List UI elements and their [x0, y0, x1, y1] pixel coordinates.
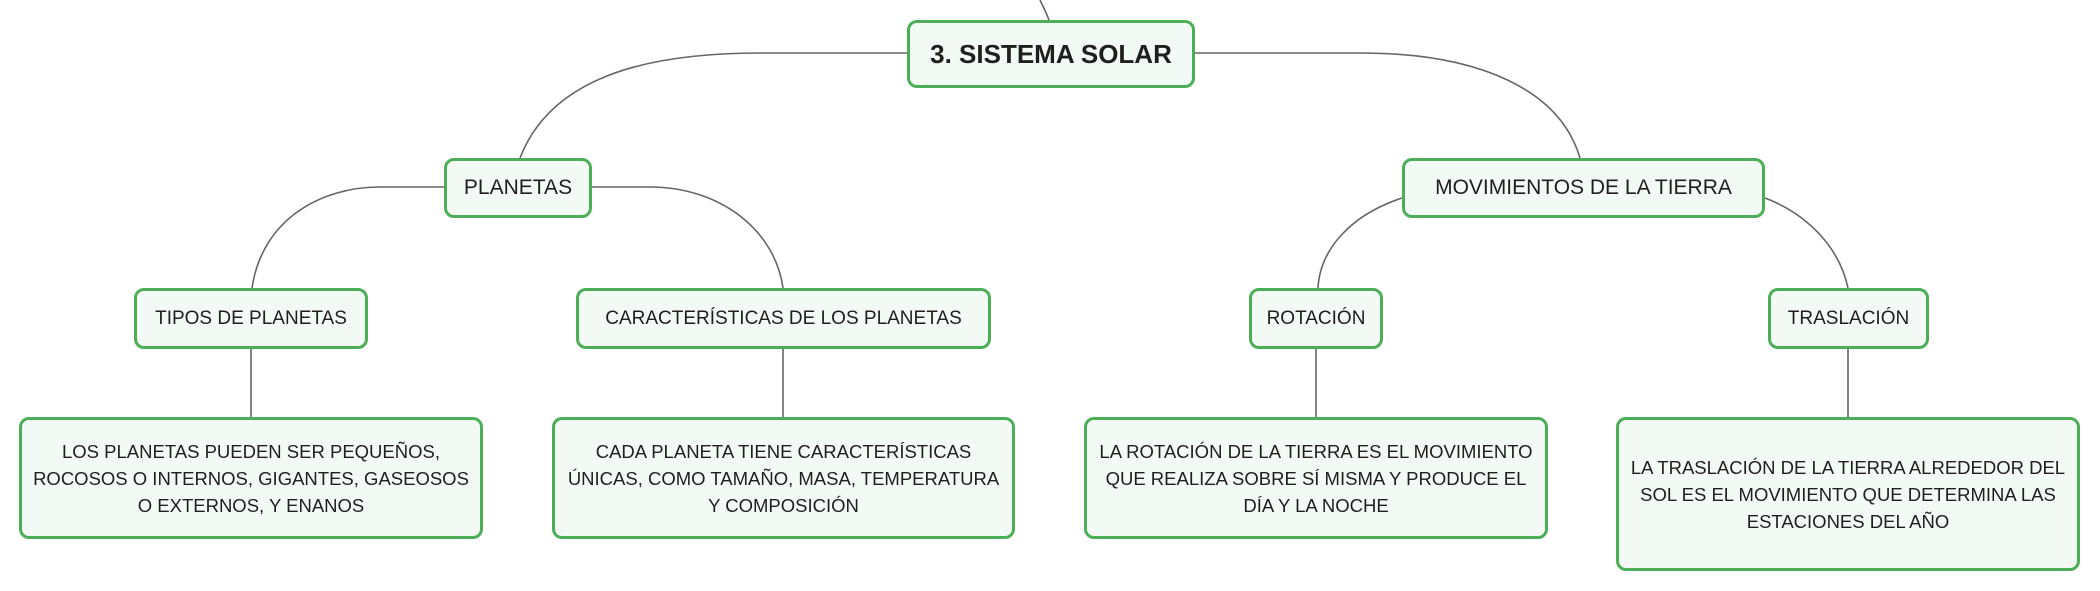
- detail-caracteristicas-node[interactable]: CADA PLANETA TIENE CARACTERÍSTICAS ÚNICA…: [552, 417, 1015, 539]
- detail-tipos-node[interactable]: LOS PLANETAS PUEDEN SER PEQUEÑOS, ROCOSO…: [19, 417, 483, 539]
- subtopic-rotacion-node[interactable]: ROTACIÓN: [1249, 288, 1383, 349]
- topic-planetas-label: PLANETAS: [463, 176, 573, 199]
- detail-traslacion-text: LA TRASLACIÓN DE LA TIERRA ALREDEDOR DEL…: [1630, 456, 2066, 532]
- subtopic-rotacion-label: ROTACIÓN: [1266, 307, 1366, 329]
- subtopic-tipos-label: TIPOS DE PLANETAS: [155, 307, 347, 329]
- subtopic-traslacion-node[interactable]: TRASLACIÓN: [1768, 288, 1929, 349]
- root-topic-label: 3. SISTEMA SOLAR: [930, 38, 1172, 69]
- subtopic-caracteristicas-label: CARACTERÍSTICAS DE LOS PLANETAS: [605, 307, 962, 329]
- connector-root-to-planetas: [519, 52, 907, 159]
- subtopic-traslacion-label: TRASLACIÓN: [1787, 307, 1910, 329]
- root-topic-node[interactable]: 3. SISTEMA SOLAR: [907, 20, 1195, 88]
- detail-tipos-text: LOS PLANETAS PUEDEN SER PEQUEÑOS, ROCOSO…: [33, 440, 469, 516]
- connector-root-to-movimientos: [1195, 52, 1581, 159]
- detail-rotacion-text: LA ROTACIÓN DE LA TIERRA ES EL MOVIMIENT…: [1099, 440, 1533, 516]
- detail-traslacion-node[interactable]: LA TRASLACIÓN DE LA TIERRA ALREDEDOR DEL…: [1616, 417, 2080, 571]
- connector-planetas-to-caracteristicas: [592, 186, 784, 289]
- connector-movimientos-to-traslacion: [1764, 197, 1849, 289]
- detail-caracteristicas-text: CADA PLANETA TIENE CARACTERÍSTICAS ÚNICA…: [567, 440, 1000, 516]
- detail-rotacion-node[interactable]: LA ROTACIÓN DE LA TIERRA ES EL MOVIMIENT…: [1084, 417, 1548, 539]
- connector-planetas-to-tipos: [251, 186, 444, 289]
- topic-movimientos-label: MOVIMIENTOS DE LA TIERRA: [1435, 176, 1732, 199]
- connector-parent-to-root: [1039, 0, 1050, 21]
- topic-movimientos-node[interactable]: MOVIMIENTOS DE LA TIERRA: [1402, 158, 1765, 218]
- subtopic-caracteristicas-node[interactable]: CARACTERÍSTICAS DE LOS PLANETAS: [576, 288, 991, 349]
- subtopic-tipos-node[interactable]: TIPOS DE PLANETAS: [134, 288, 368, 349]
- topic-planetas-node[interactable]: PLANETAS: [444, 158, 592, 218]
- connector-movimientos-to-rotacion: [1317, 197, 1403, 289]
